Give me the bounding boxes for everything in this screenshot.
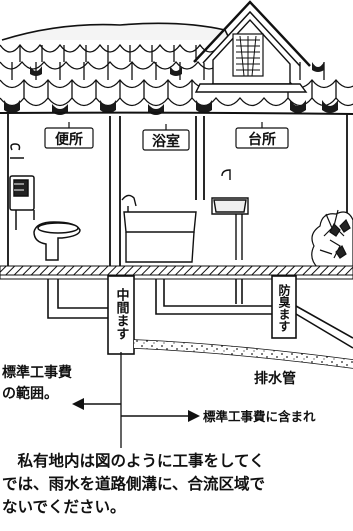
included-in-standard: 標準工事費に含まれ — [203, 409, 316, 424]
annotations: 標準工事費 の範囲。 標準工事費に含まれ — [2, 352, 316, 448]
gravel-bed — [134, 340, 353, 368]
caption-line-1: 私有地内は図のように工事をしてく — [2, 452, 265, 470]
toilet-fixture — [9, 143, 81, 261]
kitchen-fixture — [211, 169, 249, 260]
sign-toilet-label: 便所 — [55, 131, 83, 148]
pipes — [47, 275, 353, 369]
dormer — [193, 0, 311, 93]
standard-scope-line1: 標準工事費 — [2, 364, 72, 381]
room-signs: 便所 浴室 台所 — [44, 122, 289, 151]
sign-bath-label: 浴室 — [152, 133, 180, 150]
caption-line-2: では、雨水を道路側溝に、合流区域で — [2, 475, 266, 493]
roof — [0, 22, 353, 115]
intermediate-basin-label: 中間ます — [114, 287, 130, 340]
ground-line — [0, 265, 353, 280]
intermediate-basin — [107, 275, 135, 355]
sign-kitchen-label: 台所 — [248, 131, 276, 148]
bath-fixture — [121, 194, 197, 263]
shrub — [311, 209, 353, 271]
drain-pipe-label: 排水管 — [254, 370, 296, 387]
standard-scope-line2: の範囲。 — [2, 385, 58, 402]
trap-basin-label: 防臭ます — [277, 283, 291, 332]
trap-basin — [271, 275, 297, 339]
caption: 私有地内は図のように工事をしてく では、雨水を道路側溝に、合流区域で ないでくだ… — [2, 450, 353, 519]
caption-line-3: ないでください。 — [2, 498, 126, 516]
